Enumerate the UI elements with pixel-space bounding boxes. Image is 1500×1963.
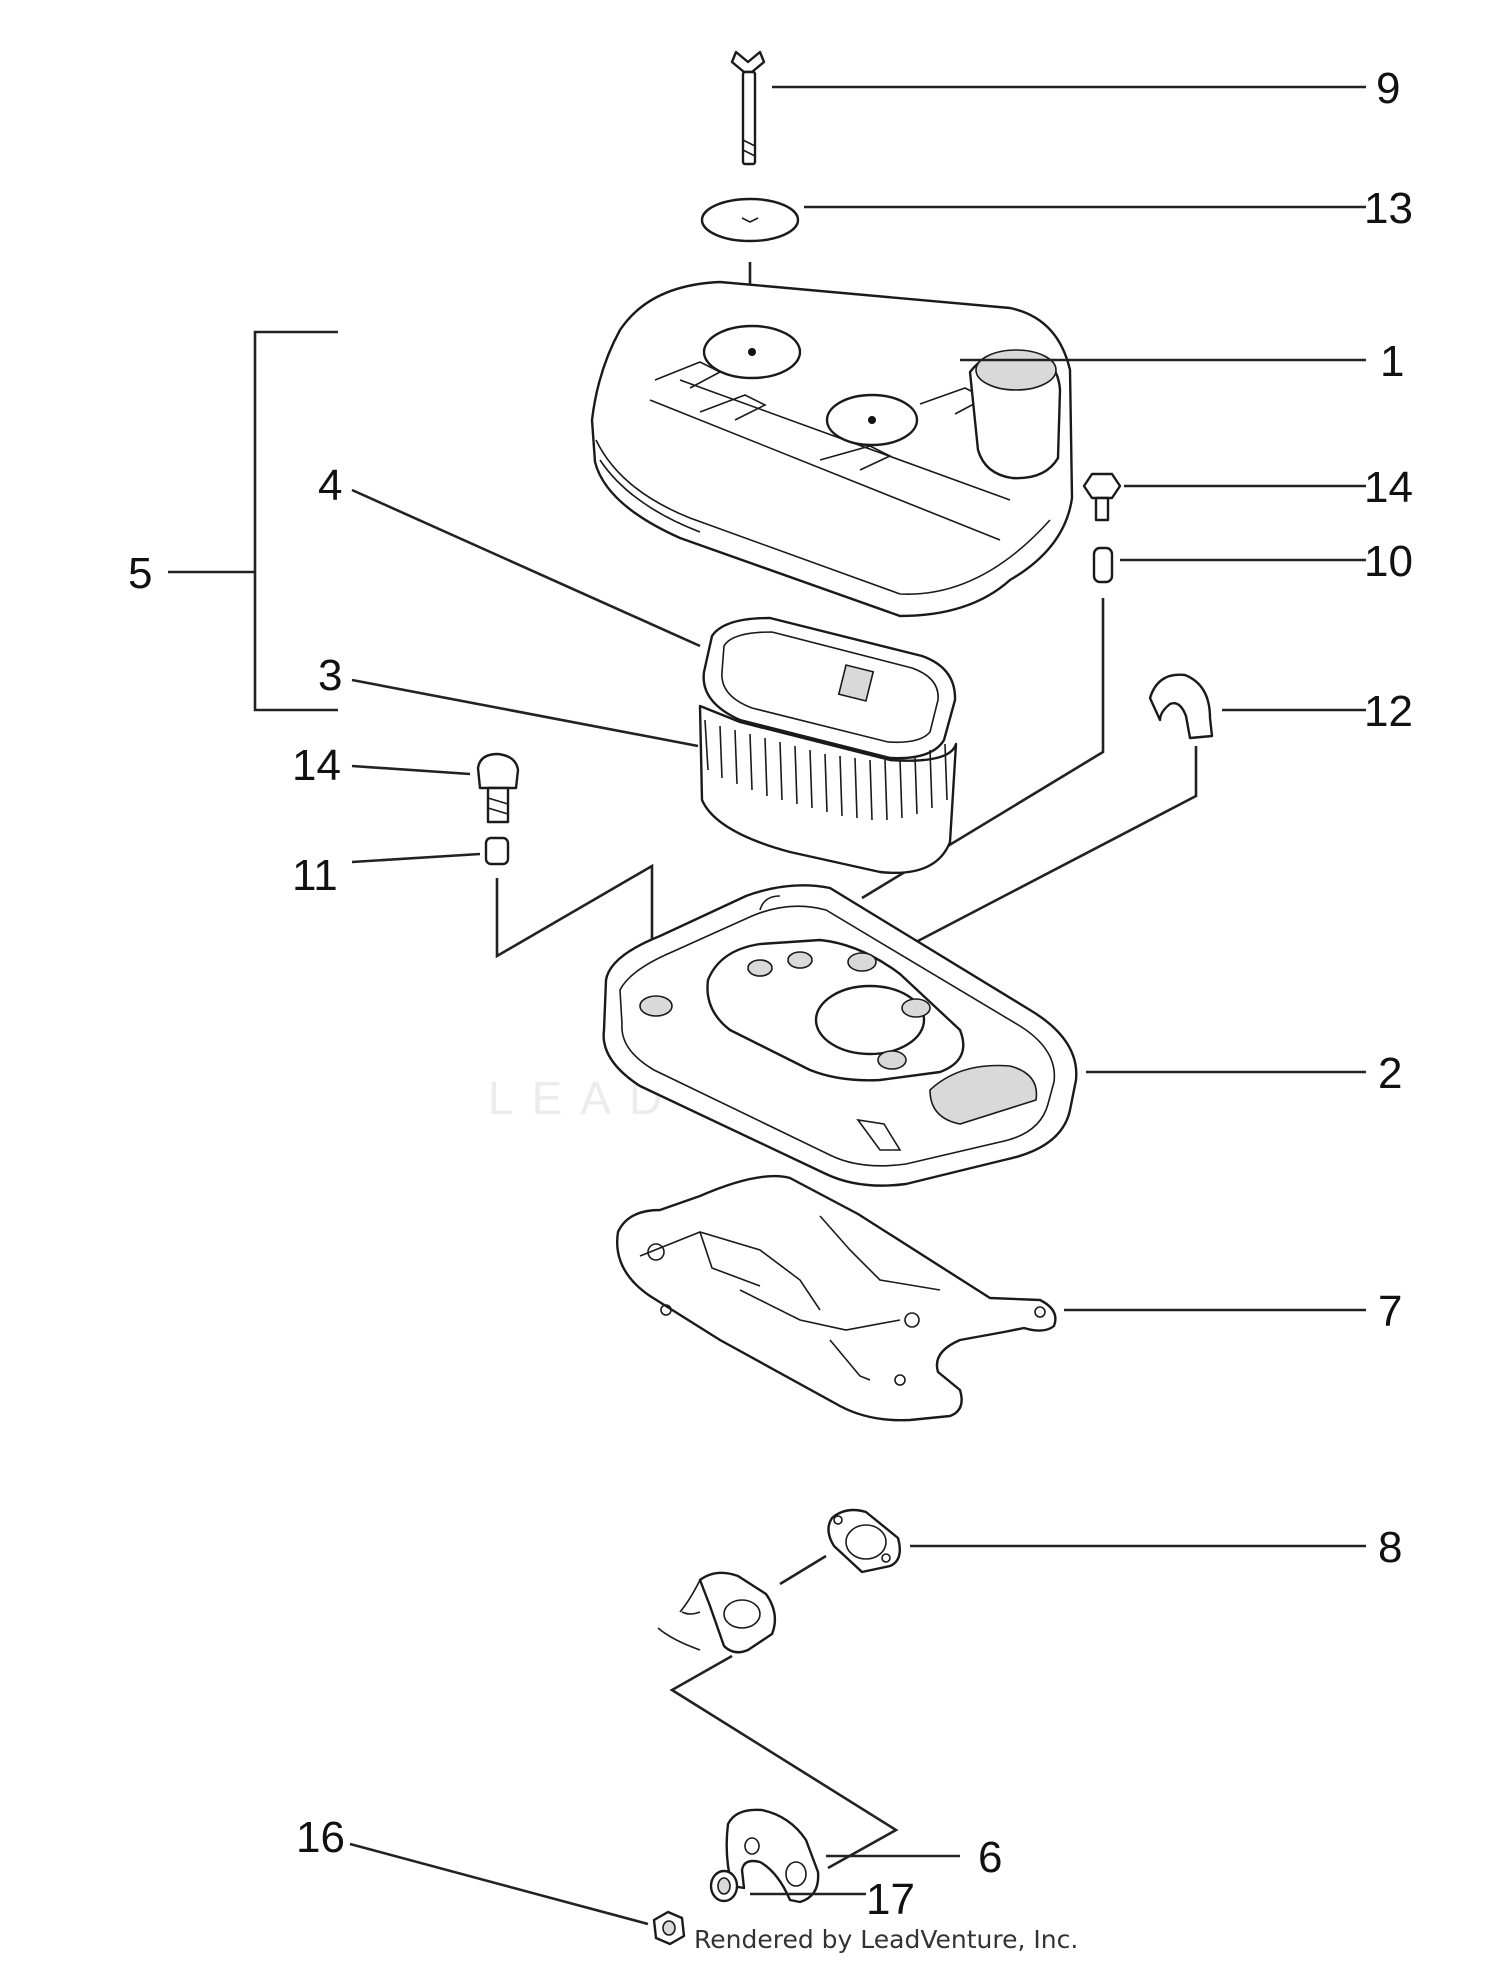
callout-6: 6: [978, 1833, 1002, 1882]
part-14-bolt-upper[interactable]: [1082, 472, 1122, 522]
callout-1: 1: [1380, 337, 1404, 386]
part-1-air-cleaner-cover[interactable]: [590, 280, 1074, 618]
part-3-outer-element[interactable]: [698, 704, 958, 874]
bracket-part-5-assembly: [168, 330, 338, 712]
part-17-washer[interactable]: [709, 1869, 739, 1903]
callout-12: 12: [1364, 687, 1413, 736]
part-10-bushing[interactable]: [1092, 546, 1114, 584]
leader-8-to-flange: [779, 1554, 827, 1586]
leader-12-to-2: [915, 746, 1198, 944]
callout-14-lower: 14: [292, 741, 341, 790]
callout-7: 7: [1378, 1287, 1402, 1336]
callout-labels: 9 13 1 14 10 12 2 7 8 6 17 4 3 5 14 11 1…: [128, 64, 1413, 1924]
part-2-air-cleaner-base[interactable]: [602, 884, 1078, 1187]
part-6-mounting-bracket[interactable]: [725, 1808, 820, 1904]
part-4-inner-element[interactable]: [702, 616, 957, 760]
part-13-washer[interactable]: [700, 197, 800, 243]
callout-3: 3: [318, 651, 342, 700]
footer-credit: Rendered by LeadVenture, Inc.: [694, 1925, 1078, 1954]
callout-9: 9: [1376, 64, 1400, 113]
callout-8: 8: [1378, 1523, 1402, 1572]
callout-4: 4: [318, 461, 342, 510]
part-14-bolt-lower[interactable]: [476, 752, 520, 824]
part-16-nut[interactable]: [652, 1910, 686, 1946]
callout-leaders: [349, 85, 1366, 1926]
callout-5: 5: [128, 549, 152, 598]
part-12-elbow-hose[interactable]: [1148, 673, 1214, 740]
callout-10: 10: [1364, 537, 1413, 586]
callout-14-upper: 14: [1364, 463, 1413, 512]
part-intake-flange[interactable]: [657, 1571, 777, 1654]
leader-flange-to-6: [669, 1654, 899, 1870]
callout-13: 13: [1364, 184, 1413, 233]
callout-17: 17: [866, 1875, 915, 1924]
callout-2: 2: [1378, 1049, 1402, 1098]
part-7-bracket-plate[interactable]: [616, 1174, 1057, 1422]
callout-16: 16: [296, 1813, 345, 1862]
callout-11: 11: [292, 851, 338, 900]
part-9-wing-bolt[interactable]: [730, 50, 766, 166]
part-8-gasket[interactable]: [827, 1508, 901, 1574]
part-11-collar[interactable]: [484, 836, 510, 866]
leader-11-to-2: [495, 863, 654, 982]
